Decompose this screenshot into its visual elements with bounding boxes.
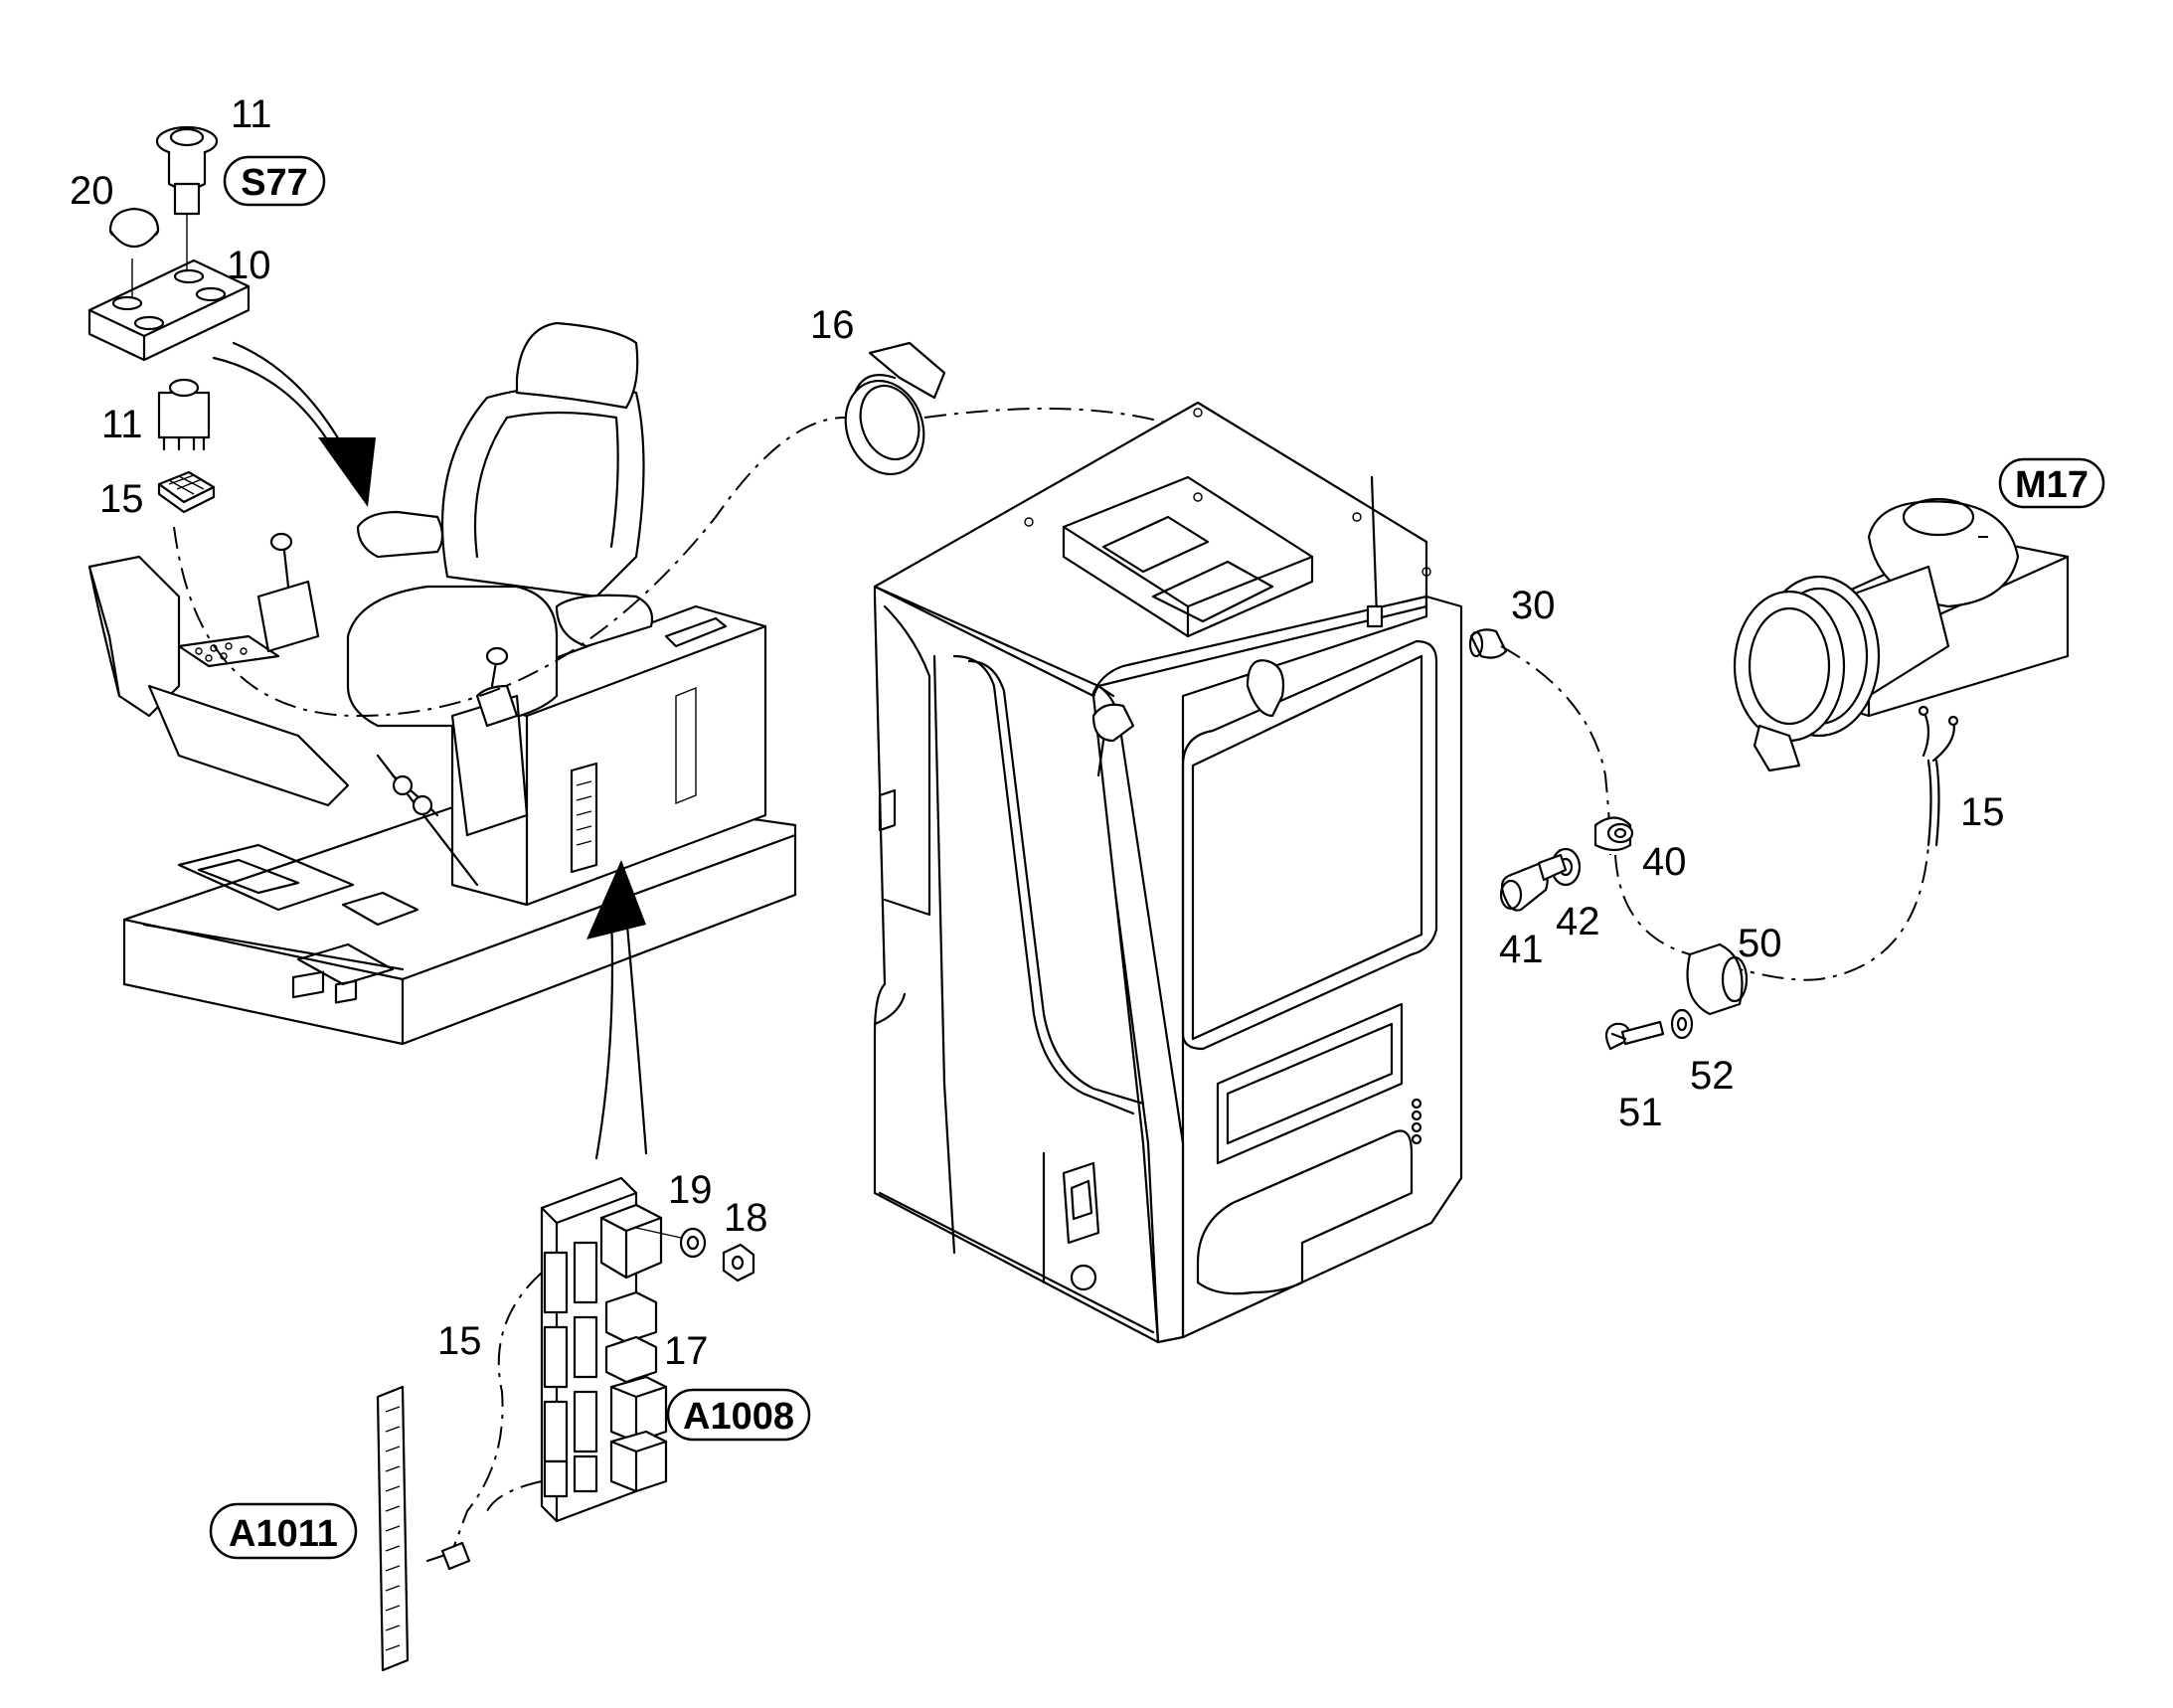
tag-a1011-text: A1011 xyxy=(229,1513,338,1555)
label-p42: 42 xyxy=(1556,900,1600,943)
label-p15c: 15 xyxy=(437,1319,482,1363)
label-p17: 17 xyxy=(664,1329,709,1373)
tag-s77-text: S77 xyxy=(241,162,308,204)
terminal-strip-a1011 xyxy=(376,1385,410,1672)
tag-s77: S77 xyxy=(223,155,326,207)
label-p11a: 11 xyxy=(231,92,272,136)
cab-body xyxy=(873,401,1463,1344)
horn-m17 xyxy=(1733,497,2070,847)
washer-52 xyxy=(1670,1008,1694,1040)
label-p41: 41 xyxy=(1499,928,1544,971)
label-p15a: 15 xyxy=(99,477,144,521)
tag-m17-text: M17 xyxy=(2015,464,2089,506)
label-p50: 50 xyxy=(1738,922,1782,965)
label-p20: 20 xyxy=(70,169,114,213)
tag-a1008-text: A1008 xyxy=(683,1396,794,1438)
relay-11 xyxy=(157,378,211,451)
label-p18: 18 xyxy=(724,1196,768,1240)
washer-19 xyxy=(679,1227,707,1259)
label-p16: 16 xyxy=(810,303,855,347)
label-p19: 19 xyxy=(668,1168,713,1212)
label-p10: 10 xyxy=(227,244,271,287)
label-p51: 51 xyxy=(1618,1091,1663,1134)
rotary-switch-s77 xyxy=(155,125,219,216)
nut-18 xyxy=(722,1243,755,1282)
bolt-41 xyxy=(1499,853,1568,912)
operator-seat-console xyxy=(87,321,797,1046)
tag-a1008: A1008 xyxy=(666,1388,811,1442)
cap-20 xyxy=(108,207,160,249)
grommet-30 xyxy=(1468,628,1508,659)
cable-tie-16 xyxy=(844,341,946,476)
label-p30: 30 xyxy=(1511,584,1556,627)
clamp-50 xyxy=(1686,942,1749,1016)
tag-a1011: A1011 xyxy=(209,1502,358,1560)
clip-40 xyxy=(1593,816,1634,852)
label-p11b: 11 xyxy=(101,403,143,446)
label-p15b: 15 xyxy=(1960,790,2005,834)
switch-plate-10 xyxy=(87,214,251,362)
screw-51 xyxy=(1604,1020,1665,1051)
label-p40: 40 xyxy=(1642,840,1687,884)
connector-plug xyxy=(425,1541,471,1571)
relay-board-a1008 xyxy=(540,1176,668,1523)
socket-15 xyxy=(157,470,216,514)
tag-m17: M17 xyxy=(1998,457,2105,509)
label-p52: 52 xyxy=(1690,1054,1735,1098)
